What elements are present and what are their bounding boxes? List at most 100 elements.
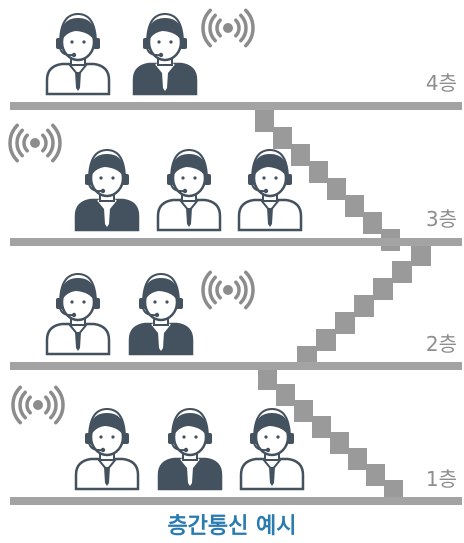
hair <box>252 154 288 178</box>
headset-band <box>253 407 291 440</box>
eye <box>194 435 198 439</box>
floor-label: 1층 <box>426 467 457 491</box>
person-dark-shirt <box>128 272 194 356</box>
eye <box>99 435 103 439</box>
headset-mic-arm <box>171 442 186 452</box>
headset-earpiece <box>122 433 129 444</box>
eye <box>70 300 74 304</box>
necktie <box>158 332 164 351</box>
wireless-signal-icon <box>201 270 255 310</box>
headset-band <box>146 12 184 45</box>
floor-slab-4 <box>10 102 462 110</box>
floor-slab-1 <box>10 497 462 505</box>
floor-label: 2층 <box>426 332 457 356</box>
necktie <box>269 467 275 486</box>
headset-mic <box>158 52 164 58</box>
necktie <box>162 72 168 91</box>
headset-earpiece <box>204 174 211 185</box>
eye <box>264 435 268 439</box>
hair <box>60 278 96 302</box>
eye <box>153 300 157 304</box>
hair <box>89 413 125 437</box>
eye <box>165 300 169 304</box>
signal-icons <box>8 8 255 425</box>
necktie <box>187 467 193 486</box>
headset-earpiece <box>122 174 129 185</box>
person-light-shirt <box>156 148 222 232</box>
hair <box>172 413 208 437</box>
hair <box>171 154 207 178</box>
eye <box>82 40 86 44</box>
eye <box>276 435 280 439</box>
headset-earpiece <box>205 433 212 444</box>
headset-earpiece <box>56 38 63 49</box>
hair <box>60 18 96 42</box>
headset-earpiece <box>167 174 174 185</box>
headset-mic <box>100 188 106 194</box>
headset-mic <box>182 188 188 194</box>
stair-flight-3-2 <box>297 244 431 368</box>
person-light-shirt <box>239 407 305 491</box>
headset-mic <box>183 447 189 453</box>
wireless-signal-icon <box>8 123 62 163</box>
headset-mic-arm <box>88 183 103 193</box>
stair-flight-2-1 <box>258 368 403 502</box>
floor-slab-3 <box>10 238 462 246</box>
eye <box>70 40 74 44</box>
headset-mic <box>263 188 269 194</box>
headset-earpiece <box>250 433 257 444</box>
headset-mic-arm <box>88 442 103 452</box>
necktie <box>104 208 110 227</box>
headset-earpiece <box>139 298 146 309</box>
necktie <box>104 467 110 486</box>
necktie <box>75 332 81 351</box>
eye <box>157 40 161 44</box>
headset-earpiece <box>56 298 63 309</box>
eye <box>182 435 186 439</box>
eye <box>262 176 266 180</box>
floor-label: 3층 <box>426 207 457 231</box>
headset-band <box>171 407 209 440</box>
diagram-caption: 층간통신 예시 <box>167 514 297 539</box>
necktie <box>75 72 81 91</box>
eye <box>111 435 115 439</box>
wireless-signal-icon <box>201 8 255 48</box>
headset-mic-arm <box>59 47 74 57</box>
headset-mic-arm <box>251 183 266 193</box>
headset-earpiece <box>143 38 150 49</box>
headset-earpiece <box>85 433 92 444</box>
headset-earpiece <box>85 174 92 185</box>
person-light-shirt <box>45 272 111 356</box>
headset-mic-arm <box>146 47 161 57</box>
hair <box>147 18 183 42</box>
person-light-shirt <box>45 12 111 96</box>
eye <box>181 176 185 180</box>
headset-mic <box>265 447 271 453</box>
headset-earpiece <box>176 298 183 309</box>
floor-label: 4층 <box>426 71 457 95</box>
floor-slab-2 <box>10 362 462 370</box>
headset-earpiece <box>287 433 294 444</box>
headset-mic-arm <box>59 307 74 317</box>
headset-earpiece <box>248 174 255 185</box>
hair <box>254 413 290 437</box>
person-dark-shirt <box>74 148 140 232</box>
person-light-shirt <box>237 148 303 232</box>
eye <box>111 176 115 180</box>
headset-earpiece <box>285 174 292 185</box>
eye <box>193 176 197 180</box>
headset-band <box>59 272 97 305</box>
headset-band <box>251 148 289 181</box>
headset-earpiece <box>168 433 175 444</box>
headset-band <box>142 272 180 305</box>
headset-band <box>88 407 126 440</box>
headset-mic <box>71 312 77 318</box>
headset-mic <box>100 447 106 453</box>
headset-mic-arm <box>253 442 268 452</box>
eye <box>274 176 278 180</box>
headset-earpiece <box>93 298 100 309</box>
hair <box>89 154 125 178</box>
hair <box>143 278 179 302</box>
headset-band <box>170 148 208 181</box>
headset-band <box>59 12 97 45</box>
